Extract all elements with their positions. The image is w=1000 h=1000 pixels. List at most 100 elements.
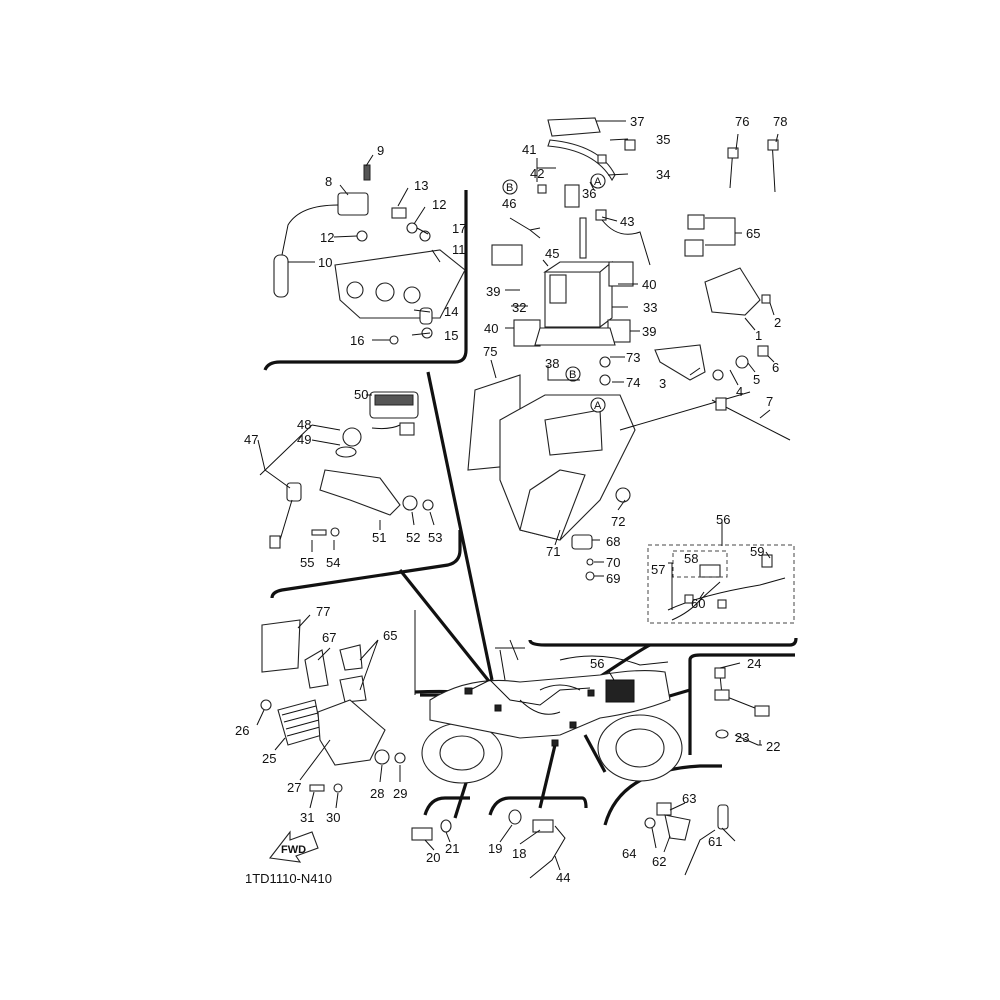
callout-12: 12 [320, 230, 334, 245]
callout-27: 27 [287, 780, 301, 795]
callout-56b: 56 [590, 656, 604, 671]
callout-64: 64 [622, 846, 636, 861]
reference-markers: A B B A [502, 173, 606, 413]
callout-5: 5 [753, 372, 760, 387]
callout-4: 4 [736, 384, 743, 399]
callout-41: 41 [522, 142, 536, 157]
callout-39b: 39 [642, 324, 656, 339]
callout-29: 29 [393, 786, 407, 801]
sensor-groups [411, 667, 770, 879]
callout-9: 9 [377, 143, 384, 158]
callout-18: 18 [512, 846, 526, 861]
callout-13: 13 [414, 178, 428, 193]
callout-50: 50 [354, 387, 368, 402]
callout-59: 59 [750, 544, 764, 559]
callout-24: 24 [747, 656, 761, 671]
ref-marker-b-top: B [506, 182, 513, 194]
callout-76: 76 [735, 114, 749, 129]
main-switch-group [269, 391, 434, 549]
callout-2: 2 [774, 315, 781, 330]
callout-58: 58 [684, 551, 698, 566]
fwd-label: FWD [281, 844, 306, 856]
ecu-highlight [605, 679, 635, 703]
callout-48: 48 [297, 417, 311, 432]
callout-17: 17 [452, 221, 466, 236]
callout-75: 75 [483, 344, 497, 359]
callout-71: 71 [546, 544, 560, 559]
callout-8: 8 [325, 174, 332, 189]
callout-62: 62 [652, 854, 666, 869]
callout-10: 10 [318, 255, 332, 270]
rectifier-group [260, 619, 406, 793]
callout-73: 73 [626, 350, 640, 365]
relay-block [491, 244, 523, 266]
callout-61: 61 [708, 834, 722, 849]
callout-55: 55 [300, 555, 314, 570]
callout-39: 39 [486, 284, 500, 299]
callout-6: 6 [772, 360, 779, 375]
callout-3: 3 [659, 376, 666, 391]
callout-77: 77 [316, 604, 330, 619]
callout-23: 23 [735, 730, 749, 745]
fwd-arrow-icon: FWD [268, 830, 319, 863]
callout-67: 67 [322, 630, 336, 645]
callout-16: 16 [350, 333, 364, 348]
rectifier-bracket [317, 699, 386, 766]
callout-35: 35 [656, 132, 670, 147]
callout-43: 43 [620, 214, 634, 229]
callout-26: 26 [235, 723, 249, 738]
switch-bracket [319, 469, 401, 516]
callout-74: 74 [626, 375, 640, 390]
callout-42: 42 [530, 166, 544, 181]
callout-65b: 65 [383, 628, 397, 643]
callout-28: 28 [370, 786, 384, 801]
callout-34: 34 [656, 167, 670, 182]
callout-labels: 1 2 3 4 5 6 7 8 9 10 11 12 12 13 14 15 1… [235, 114, 787, 885]
callout-49: 49 [297, 432, 311, 447]
callout-25: 25 [262, 751, 276, 766]
cdi-group [654, 139, 791, 441]
cover-77 [261, 619, 301, 673]
callout-15: 15 [444, 328, 458, 343]
callout-22: 22 [766, 739, 780, 754]
callout-68: 68 [606, 534, 620, 549]
atv-illustration [421, 639, 683, 784]
callout-65: 65 [746, 226, 760, 241]
callout-32: 32 [512, 300, 526, 315]
cdi-unit [704, 267, 761, 316]
callout-33: 33 [643, 300, 657, 315]
callout-40: 40 [484, 321, 498, 336]
callout-19: 19 [488, 841, 502, 856]
ref-marker-a-box: A [594, 400, 602, 412]
callout-31: 31 [300, 810, 314, 825]
callout-30: 30 [326, 810, 340, 825]
spark-plug-cap [273, 254, 289, 298]
callout-14: 14 [444, 304, 458, 319]
callout-72: 72 [611, 514, 625, 529]
callout-1: 1 [755, 328, 762, 343]
callout-52: 52 [406, 530, 420, 545]
callout-38: 38 [545, 356, 559, 371]
callout-63: 63 [682, 791, 696, 806]
callout-7: 7 [766, 394, 773, 409]
callout-60: 60 [691, 596, 705, 611]
callout-21: 21 [445, 841, 459, 856]
battery-band [547, 117, 601, 137]
ignition-coil-group [273, 164, 466, 345]
callout-70: 70 [606, 555, 620, 570]
callout-51: 51 [372, 530, 386, 545]
callout-46: 46 [502, 196, 516, 211]
callout-12b: 12 [432, 197, 446, 212]
callout-11: 11 [452, 242, 466, 257]
callout-56: 56 [716, 512, 730, 527]
callout-44: 44 [556, 870, 570, 885]
ref-marker-b-box: B [569, 369, 576, 381]
callout-53: 53 [428, 530, 442, 545]
callout-57: 57 [651, 562, 665, 577]
callout-37: 37 [630, 114, 644, 129]
callout-47: 47 [244, 432, 258, 447]
leader-lines [256, 120, 779, 871]
callout-40b: 40 [642, 277, 656, 292]
coil-bracket [334, 249, 466, 319]
callout-36: 36 [582, 186, 596, 201]
